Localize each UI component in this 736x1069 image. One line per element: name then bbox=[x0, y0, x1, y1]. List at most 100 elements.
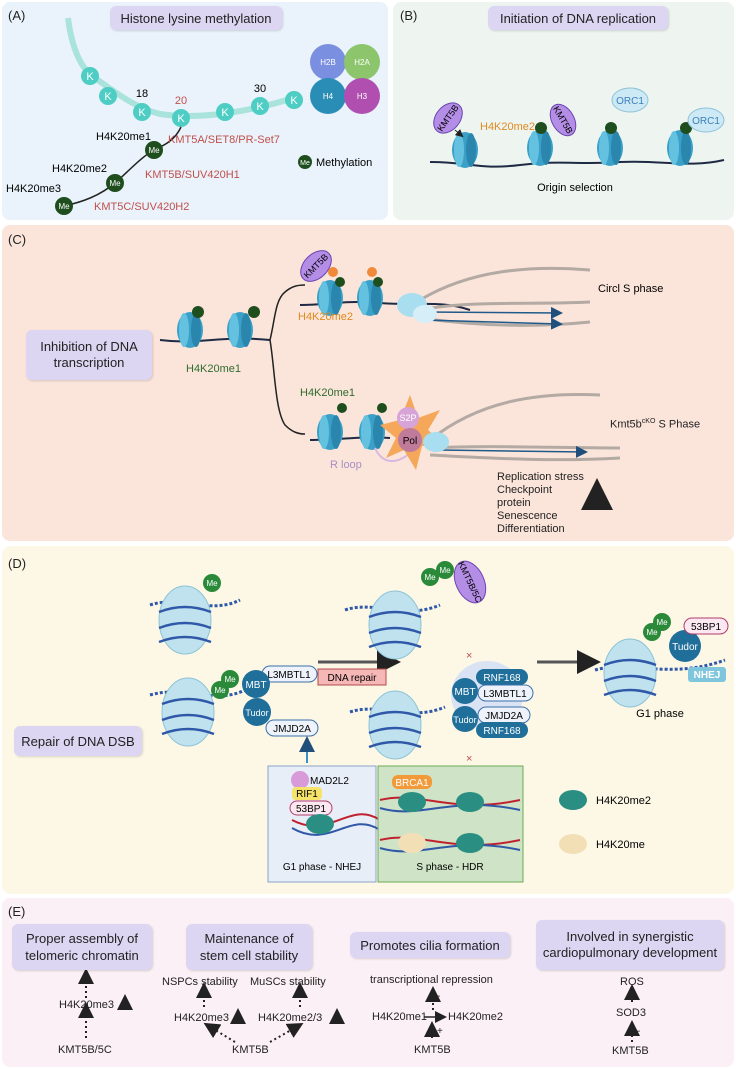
dna-strand-red bbox=[291, 813, 381, 827]
sod3-label: SOD3 bbox=[616, 1007, 646, 1019]
tudor-domain bbox=[452, 706, 478, 732]
kmt5b-cko-s-phase: Kmt5bcKO S Phase bbox=[610, 418, 701, 431]
branch-line bbox=[269, 339, 306, 435]
methyl-mark bbox=[421, 568, 439, 586]
nucleosome bbox=[157, 584, 213, 656]
brca1-pill bbox=[392, 775, 432, 789]
me-label: Me bbox=[646, 628, 658, 637]
me-label: Me bbox=[300, 160, 310, 167]
nucleosome bbox=[367, 689, 423, 761]
a-h4k20me1: H4K20me1 bbox=[96, 131, 151, 143]
dna-strand-blue bbox=[291, 823, 381, 836]
replisome bbox=[423, 432, 449, 452]
outcome-item: Checkpoint bbox=[497, 484, 553, 496]
plus-sign: + bbox=[437, 1026, 443, 1037]
e-h4k20me3: H4K20me3 bbox=[59, 999, 115, 1011]
inhibition-box: Inhibition of DNA transcription bbox=[26, 330, 152, 380]
dna-strand-blue bbox=[379, 844, 521, 853]
dna-helix bbox=[149, 688, 246, 698]
panel-a-title: Histone lysine methylation bbox=[110, 6, 282, 30]
mbt-domain bbox=[452, 678, 478, 704]
cardio-box: Involved in synergistic cardiopulmonary … bbox=[536, 920, 724, 970]
b-h4k20me2: H4K20me2 bbox=[480, 121, 535, 133]
dna-strand-red bbox=[379, 796, 521, 806]
kmt5b-enzyme bbox=[433, 102, 463, 134]
h4k20me-nucleosome bbox=[398, 833, 426, 853]
origin-selection: Origin selection bbox=[537, 182, 613, 194]
outcome-item: Senescence bbox=[497, 510, 558, 522]
residue-20: 20 bbox=[175, 95, 187, 107]
outcome-item: protein bbox=[497, 497, 531, 509]
k-label: K bbox=[86, 71, 94, 83]
nucleosome bbox=[527, 130, 553, 166]
53bp1-label: 53BP1 bbox=[296, 804, 326, 815]
a-h4k20me3: H4K20me3 bbox=[6, 183, 61, 195]
jmjd2a-label: JMJD2A bbox=[485, 711, 523, 722]
dna-strand-blue bbox=[379, 804, 521, 813]
me-label: Me bbox=[656, 618, 668, 627]
kmt5b-enzyme bbox=[549, 103, 577, 137]
branch-line bbox=[269, 284, 306, 341]
k-label: K bbox=[177, 113, 185, 125]
residue-18: 18 bbox=[136, 88, 148, 100]
methyl-mark bbox=[337, 403, 347, 413]
e-cilia-h4k20me1: H4K20me1 bbox=[372, 1011, 428, 1023]
nhej-label: NHEJ bbox=[694, 670, 721, 681]
nascent-strand bbox=[424, 317, 563, 330]
me-label: Me bbox=[148, 146, 160, 155]
block-x: × bbox=[466, 753, 472, 765]
tudor-domain bbox=[669, 630, 701, 662]
nucleosome bbox=[602, 637, 658, 709]
nascent-strand bbox=[439, 445, 588, 458]
ros-label: ROS bbox=[620, 976, 644, 988]
l3mbtl1-label: L3MBTL1 bbox=[483, 689, 527, 700]
orc1-label: ORC1 bbox=[692, 116, 720, 127]
replication-fork-parental bbox=[429, 453, 621, 462]
53bp1-pill bbox=[289, 800, 333, 816]
e-cilia-h4k20me2: H4K20me2 bbox=[448, 1011, 504, 1023]
legend-me2-label: H4K20me2 bbox=[596, 795, 651, 807]
e-cilia-kmt5b: KMT5B bbox=[414, 1044, 451, 1056]
me-label: Me bbox=[109, 179, 121, 188]
enzyme-kmt5b: KMT5B/SUV420H1 bbox=[145, 169, 240, 181]
methyl-mark bbox=[335, 277, 345, 287]
dna-repair-box bbox=[317, 668, 387, 686]
rnf168-pill bbox=[476, 669, 528, 685]
kmt5b-5c-enzyme bbox=[453, 560, 487, 604]
tudor-domain bbox=[243, 698, 271, 726]
methyl-mark bbox=[55, 197, 73, 215]
panel-e-label: (E) bbox=[8, 904, 26, 919]
mbt-label: MBT bbox=[245, 680, 266, 691]
panel-a-label: (A) bbox=[8, 8, 26, 23]
nucleosome bbox=[227, 312, 253, 348]
k-label: K bbox=[221, 107, 229, 119]
h4k20me2-nucleosome bbox=[456, 792, 484, 812]
replisome bbox=[397, 293, 437, 323]
me-label: Me bbox=[214, 686, 226, 695]
jmjd2a-pill bbox=[265, 719, 319, 737]
h4k20me2-nucleosome bbox=[456, 833, 484, 853]
minus-sign: - bbox=[437, 991, 441, 1002]
kmt5b-enzyme bbox=[300, 250, 332, 282]
mad2l2-mark bbox=[291, 771, 309, 789]
replication-fork-parental bbox=[419, 266, 591, 302]
tudor-label: Tudor bbox=[672, 642, 698, 653]
panel-b-label: (B) bbox=[400, 8, 418, 23]
outcome-item: Differentiation bbox=[497, 523, 565, 535]
legend-methyl-icon bbox=[298, 155, 312, 169]
histone-h2a: H2A bbox=[354, 58, 370, 67]
methyl-mark bbox=[248, 306, 260, 318]
methyl-mark bbox=[145, 141, 163, 159]
rif1-pill bbox=[292, 787, 322, 800]
nascent-strand bbox=[424, 306, 563, 319]
panel-b-title: Initiation of DNA replication bbox=[488, 6, 668, 30]
circl-s-phase: Circl S phase bbox=[598, 283, 663, 295]
tudor-label: Tudor bbox=[453, 715, 476, 725]
e-stem-h4k20me23: H4K20me2/3 bbox=[258, 1012, 323, 1024]
methyl-mark bbox=[436, 561, 454, 579]
nucleosome bbox=[317, 414, 343, 450]
minus-sign: - bbox=[637, 1026, 641, 1037]
me-mark-orange bbox=[367, 267, 377, 277]
methyl-mark bbox=[377, 403, 387, 413]
